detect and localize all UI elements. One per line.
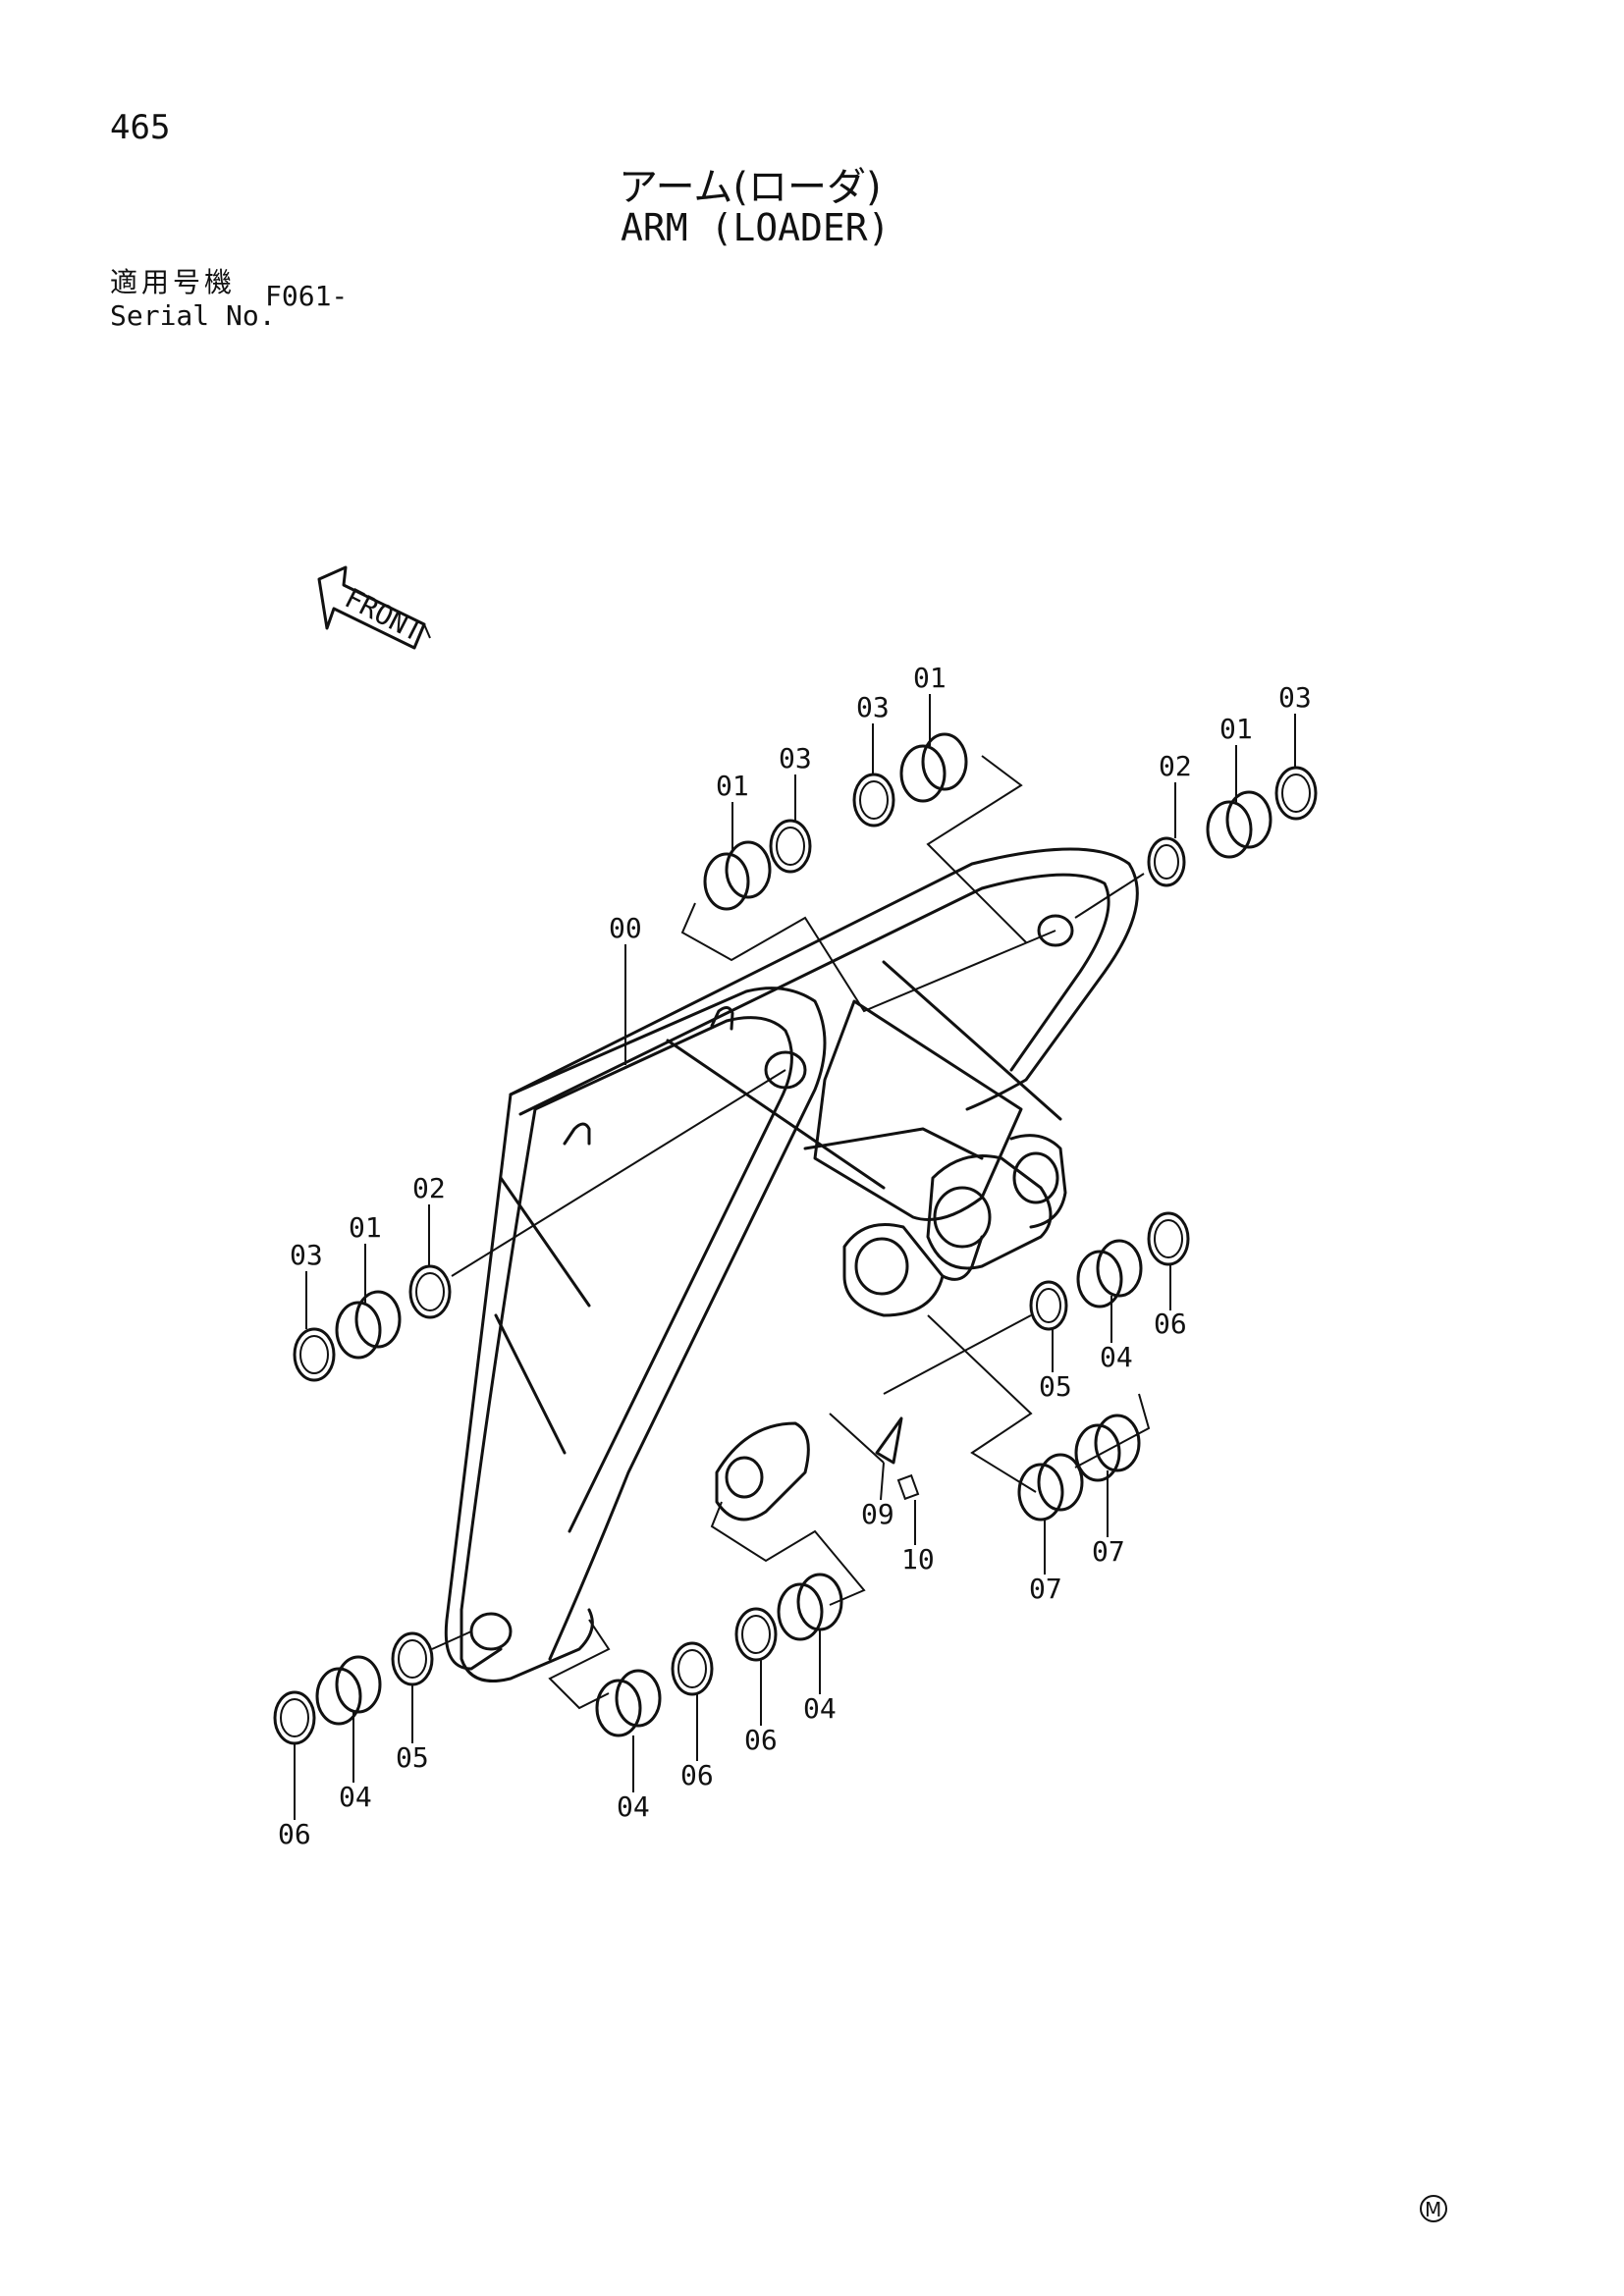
svg-text:01: 01 bbox=[913, 662, 947, 694]
callout-04: 04 bbox=[803, 1629, 837, 1725]
svg-text:02: 02 bbox=[412, 1172, 446, 1204]
svg-text:00: 00 bbox=[609, 912, 642, 944]
svg-text:06: 06 bbox=[1154, 1308, 1187, 1340]
callout-03: 03 bbox=[779, 742, 812, 821]
svg-text:06: 06 bbox=[278, 1818, 311, 1850]
svg-text:07: 07 bbox=[1092, 1535, 1125, 1568]
callout-03: 03 bbox=[856, 691, 890, 774]
callout-07: 07 bbox=[1092, 1470, 1125, 1568]
callouts: 00 01 03 03 01 02 01 03 03 01 02 06 04 0… bbox=[278, 662, 1312, 1850]
svg-text:09: 09 bbox=[861, 1498, 894, 1530]
callout-01: 01 bbox=[349, 1211, 382, 1303]
svg-text:06: 06 bbox=[680, 1759, 714, 1791]
serial-label-japanese: 適用号機 bbox=[110, 266, 237, 298]
svg-text:01: 01 bbox=[716, 770, 749, 802]
callout-06: 06 bbox=[744, 1660, 778, 1756]
callout-04: 04 bbox=[1100, 1296, 1133, 1373]
callout-04: 04 bbox=[617, 1735, 650, 1823]
callout-01: 01 bbox=[1219, 713, 1253, 802]
callout-06: 06 bbox=[680, 1694, 714, 1791]
callout-07: 07 bbox=[1029, 1520, 1062, 1605]
front-label: FRONT bbox=[340, 582, 428, 649]
arm-body bbox=[444, 847, 1139, 1682]
svg-text:01: 01 bbox=[349, 1211, 382, 1244]
svg-text:05: 05 bbox=[1039, 1370, 1072, 1403]
serial-value: F061- bbox=[265, 280, 349, 312]
callout-06: 06 bbox=[278, 1743, 311, 1850]
svg-text:02: 02 bbox=[1159, 750, 1192, 782]
callout-05: 05 bbox=[396, 1684, 429, 1774]
callout-00: 00 bbox=[609, 912, 642, 1065]
page-number: 465 bbox=[110, 108, 171, 147]
title-english: ARM (LOADER) bbox=[621, 206, 891, 249]
svg-text:04: 04 bbox=[803, 1692, 837, 1725]
title-japanese: アーム(ローダ) bbox=[619, 165, 882, 210]
callout-03: 03 bbox=[290, 1239, 323, 1329]
svg-text:03: 03 bbox=[779, 742, 812, 774]
callout-02: 02 bbox=[1159, 750, 1192, 838]
callout-01: 01 bbox=[913, 662, 947, 746]
svg-text:04: 04 bbox=[617, 1790, 650, 1823]
svg-text:07: 07 bbox=[1029, 1573, 1062, 1605]
svg-text:06: 06 bbox=[744, 1724, 778, 1756]
mark-letter: M bbox=[1425, 2198, 1441, 2221]
callout-10: 10 bbox=[901, 1500, 935, 1575]
svg-text:01: 01 bbox=[1219, 713, 1253, 745]
callout-06: 06 bbox=[1154, 1264, 1187, 1340]
svg-text:03: 03 bbox=[856, 691, 890, 723]
svg-text:05: 05 bbox=[396, 1741, 429, 1774]
callout-01: 01 bbox=[716, 770, 749, 852]
svg-text:10: 10 bbox=[901, 1543, 935, 1575]
callout-05: 05 bbox=[1039, 1329, 1072, 1403]
bushings bbox=[273, 732, 1318, 1745]
serial-label-english: Serial No. bbox=[110, 299, 276, 332]
callout-09: 09 bbox=[861, 1462, 894, 1530]
registered-mark-icon: M bbox=[1420, 2195, 1447, 2222]
callout-04: 04 bbox=[339, 1712, 372, 1813]
svg-text:04: 04 bbox=[339, 1781, 372, 1813]
svg-text:03: 03 bbox=[1278, 681, 1312, 714]
assembly-lines bbox=[431, 755, 1151, 1710]
callout-03: 03 bbox=[1278, 681, 1312, 768]
svg-text:04: 04 bbox=[1100, 1341, 1133, 1373]
svg-text:03: 03 bbox=[290, 1239, 323, 1271]
front-arrow-icon: FRONT bbox=[317, 565, 431, 650]
callout-02: 02 bbox=[412, 1172, 446, 1266]
